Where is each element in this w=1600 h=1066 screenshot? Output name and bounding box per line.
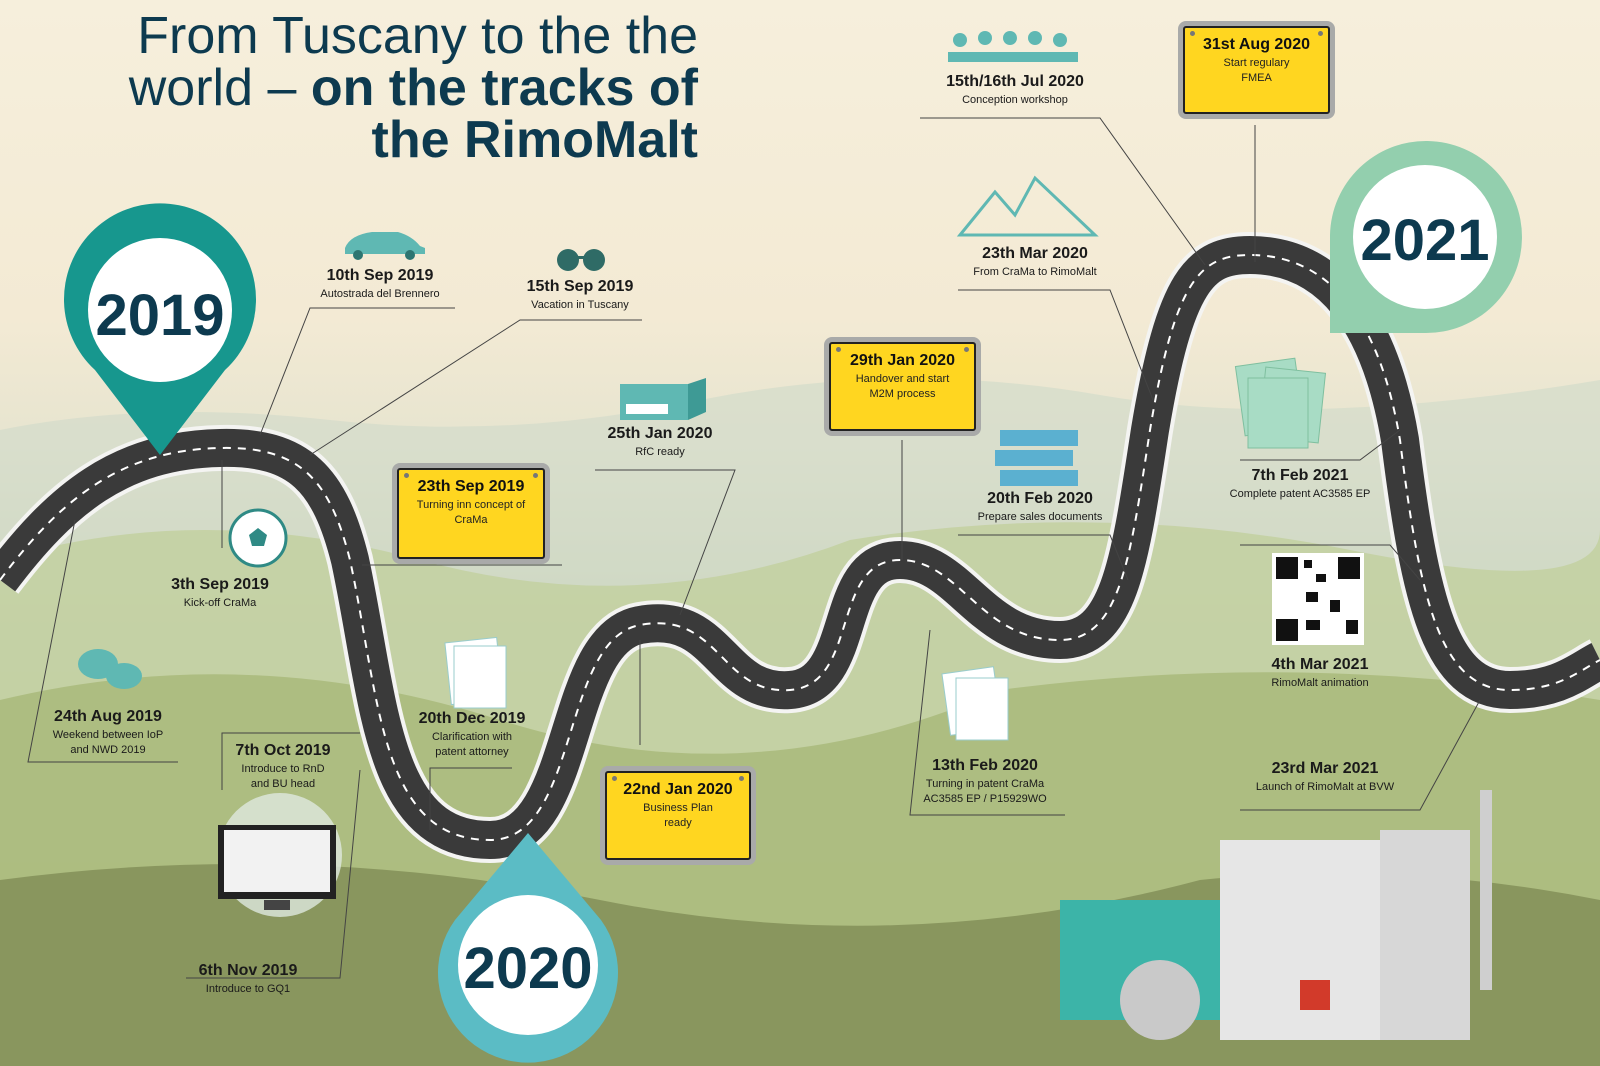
machine-plant-icon <box>1060 790 1492 1040</box>
sunglasses-icon <box>557 249 605 271</box>
event-date: 25th Jan 2020 <box>607 425 713 442</box>
event-date: 6th Nov 2019 <box>198 962 298 979</box>
title-line-2: world – on the tracks of <box>129 62 698 114</box>
sign-31-aug-2020: 31st Aug 2020 Start regulary FMEA <box>1178 21 1335 119</box>
event-15-sep-2019: 15th Sep 2019 Vacation in Tuscany <box>500 278 660 313</box>
road <box>0 231 1600 864</box>
binders-icon <box>995 430 1078 486</box>
sign-board: 31st Aug 2020 Start regulary FMEA <box>1183 26 1330 114</box>
sign-23-sep-2019: 23th Sep 2019 Turning inn concept of Cra… <box>392 463 550 564</box>
year-2019-marker <box>64 203 257 455</box>
sign-text: Business Plan ready <box>643 802 713 829</box>
event-text: Clarification with patent attorney <box>431 731 513 758</box>
event-text: RfC ready <box>635 446 685 458</box>
sign-22-jan-2020: 22nd Jan 2020 Business Plan ready <box>600 766 756 865</box>
title-line-1: From Tuscany to the the <box>137 7 698 65</box>
event-date: 10th Sep 2019 <box>326 267 434 284</box>
meeting-people-icon <box>948 31 1078 62</box>
sign-text: Start regulary FMEA <box>1223 57 1290 84</box>
event-3-sep-2019: 3th Sep 2019 Kick-off CraMa <box>150 576 290 611</box>
event-text: Conception workshop <box>962 94 1068 106</box>
event-date: 24th Aug 2019 <box>54 708 162 725</box>
event-text: Vacation in Tuscany <box>531 299 629 311</box>
event-4-mar-2021: 4th Mar 2021 RimoMalt animation <box>1240 656 1400 691</box>
event-text: RimoMalt animation <box>1271 677 1369 689</box>
event-24-aug-2019: 24th Aug 2019 Weekend between IoP and NW… <box>33 708 183 758</box>
title-line-3: the RimoMalt <box>371 111 698 169</box>
sign-29-jan-2020: 29th Jan 2020 Handover and start M2M pro… <box>824 337 981 436</box>
event-15-16-jul-2020: 15th/16th Jul 2020 Conception workshop <box>920 73 1110 108</box>
event-6-nov-2019: 6th Nov 2019 Introduce to GQ1 <box>178 962 318 997</box>
event-text: Introduce to RnD and BU head <box>241 763 325 790</box>
event-20-feb-2020: 20th Feb 2020 Prepare sales documents <box>955 490 1125 525</box>
event-date: 13th Feb 2020 <box>932 757 1038 774</box>
event-23-mar-2021: 23rd Mar 2021 Launch of RimoMalt at BVW <box>1240 760 1410 795</box>
sign-date: 29th Jan 2020 <box>850 352 955 369</box>
event-date: 23rd Mar 2021 <box>1271 760 1379 777</box>
page-title: From Tuscany to the the world – on the t… <box>58 10 698 166</box>
folder-box-icon <box>620 378 706 420</box>
year-2019-label: 2019 <box>95 283 225 348</box>
sign-text: Handover and start M2M process <box>855 373 950 400</box>
sign-board: 29th Jan 2020 Handover and start M2M pro… <box>829 342 976 431</box>
event-20-dec-2019: 20th Dec 2019 Clarification with patent … <box>402 710 542 760</box>
event-7-feb-2021: 7th Feb 2021 Complete patent AC3585 EP <box>1210 467 1390 502</box>
sign-text: Turning inn concept of CraMa <box>416 499 526 526</box>
year-2021-marker <box>1330 141 1522 334</box>
sign-board: 23th Sep 2019 Turning inn concept of Cra… <box>397 468 545 559</box>
event-7-oct-2019: 7th Oct 2019 Introduce to RnD and BU hea… <box>218 742 348 792</box>
event-date: 3th Sep 2019 <box>171 576 269 593</box>
sign-date: 22nd Jan 2020 <box>623 781 733 798</box>
car-icon <box>345 232 425 260</box>
year-2021-label: 2021 <box>1360 208 1490 273</box>
event-text: Turning in patent CraMa AC3585 EP / P159… <box>923 778 1047 805</box>
event-text: Kick-off CraMa <box>183 597 257 609</box>
event-date: 15th Sep 2019 <box>526 278 634 295</box>
video-call-icon <box>218 793 342 917</box>
year-2020-marker <box>438 833 618 1063</box>
event-text: Complete patent AC3585 EP <box>1229 488 1371 500</box>
paper-stack-icon <box>1234 357 1327 449</box>
sign-board: 22nd Jan 2020 Business Plan ready <box>605 771 751 860</box>
qr-code-icon <box>1272 553 1364 645</box>
connector-lines <box>27 117 1481 979</box>
event-date: 15th/16th Jul 2020 <box>946 73 1084 90</box>
event-23-mar-2020: 23th Mar 2020 From CraMa to RimoMalt <box>950 245 1120 280</box>
sign-date: 31st Aug 2020 <box>1202 36 1310 53</box>
event-date: 7th Feb 2021 <box>1251 467 1349 484</box>
mountains-icon <box>956 175 1099 237</box>
event-25-jan-2020: 25th Jan 2020 RfC ready <box>590 425 730 460</box>
event-date: 23th Mar 2020 <box>982 245 1088 262</box>
title-line-2-bold: on the tracks of <box>310 59 698 117</box>
event-date: 4th Mar 2021 <box>1271 656 1369 673</box>
event-text: Weekend between IoP and NWD 2019 <box>52 729 164 756</box>
event-text: Introduce to GQ1 <box>205 983 291 995</box>
event-text: Autostrada del Brennero <box>320 288 440 300</box>
event-date: 20th Feb 2020 <box>987 490 1093 507</box>
title-line-2-light: world – <box>128 59 311 117</box>
chat-bubbles-icon <box>78 649 142 689</box>
year-2020-label: 2020 <box>463 936 593 1001</box>
event-text: Launch of RimoMalt at BVW <box>1255 781 1395 793</box>
sign-date: 23th Sep 2019 <box>417 478 525 495</box>
event-13-feb-2020: 13th Feb 2020 Turning in patent CraMa AC… <box>895 757 1075 807</box>
event-text: From CraMa to RimoMalt <box>973 266 1097 278</box>
event-text: Prepare sales documents <box>977 511 1103 523</box>
event-10-sep-2019: 10th Sep 2019 Autostrada del Brennero <box>300 267 460 302</box>
event-date: 7th Oct 2019 <box>235 742 331 759</box>
documents-icon <box>444 636 1009 741</box>
soccer-ball-icon <box>228 508 288 568</box>
event-date: 20th Dec 2019 <box>418 710 526 727</box>
